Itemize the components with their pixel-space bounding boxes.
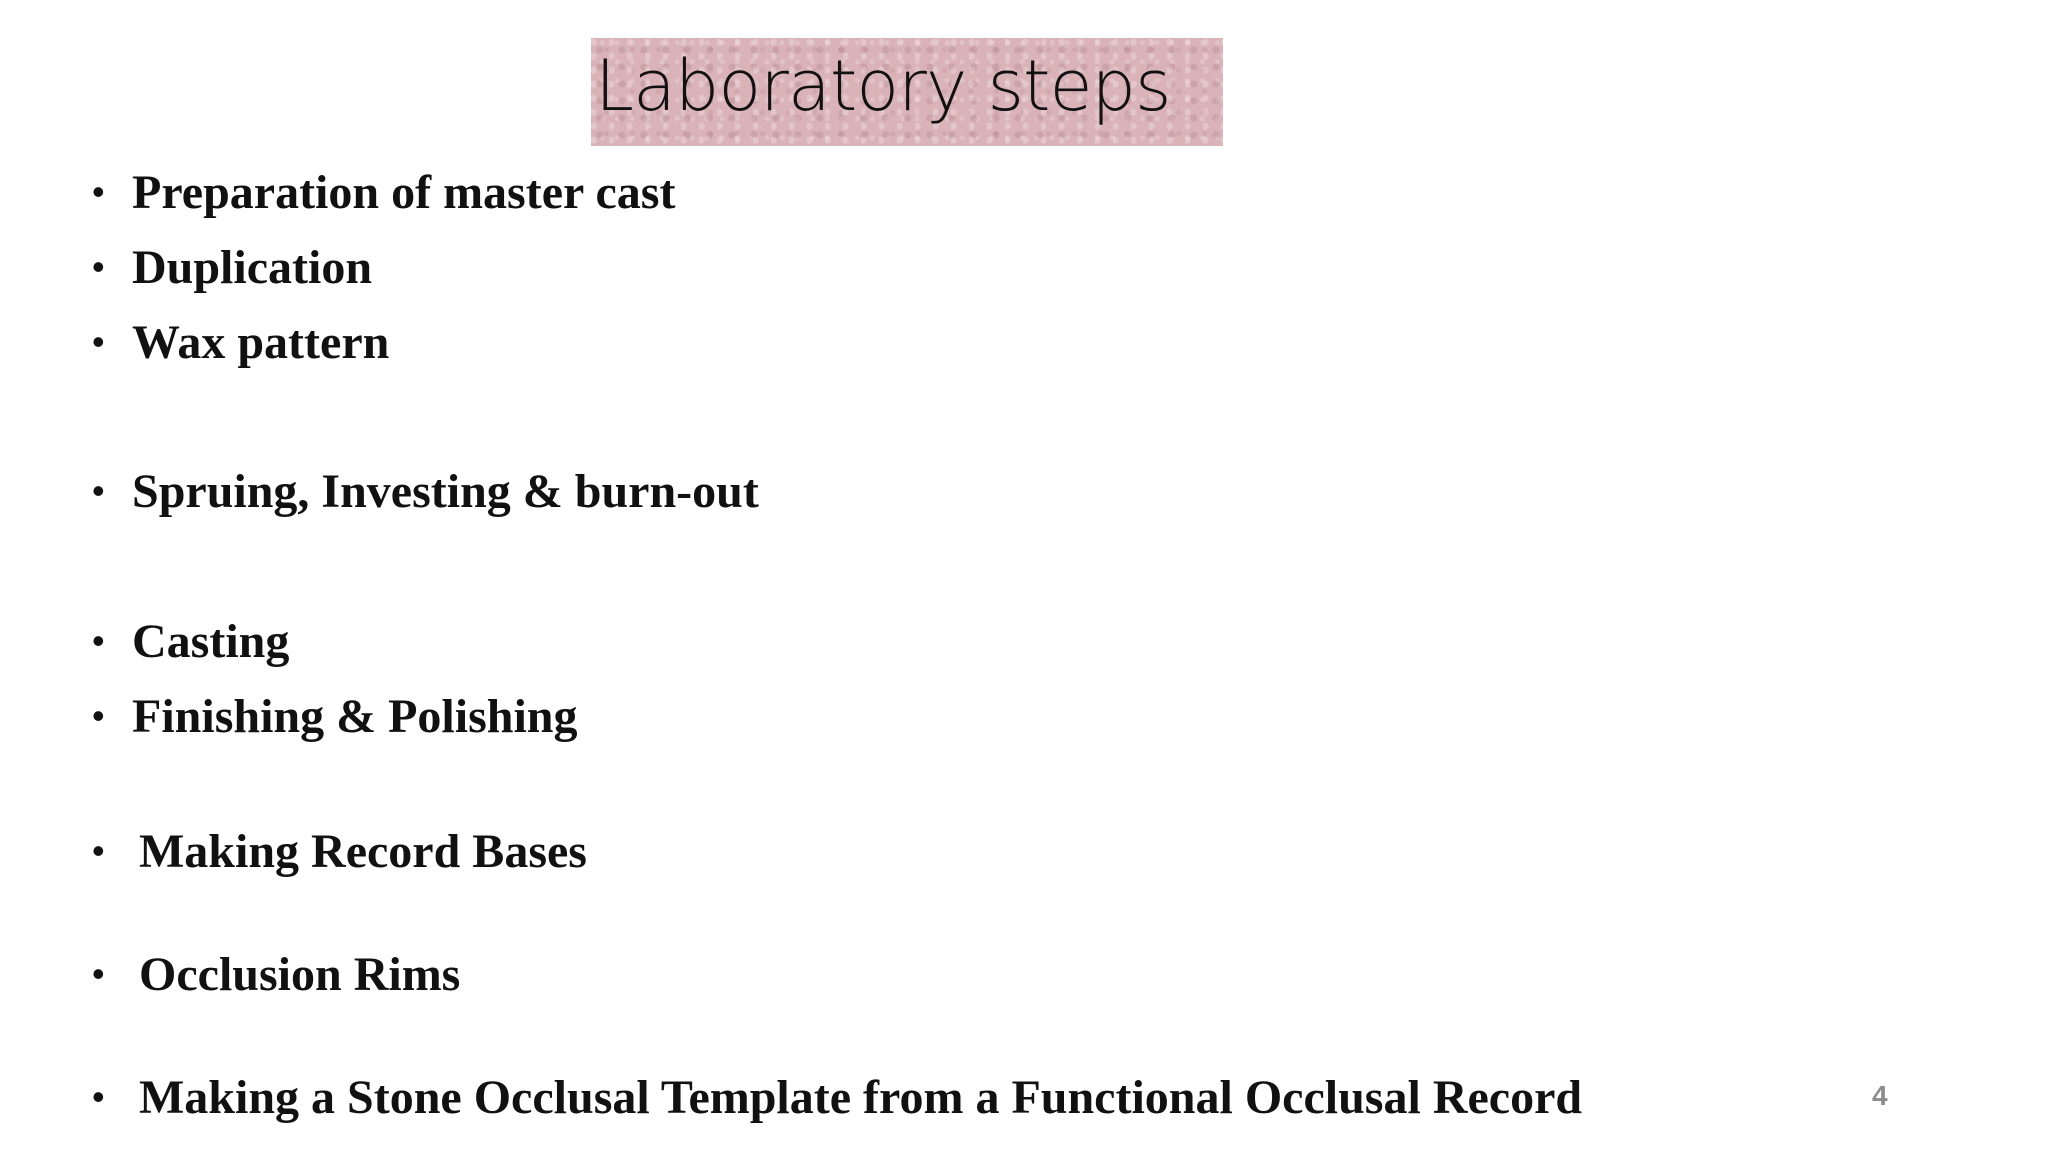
bullet-icon: • <box>92 953 105 994</box>
bullet-text: Making a Stone Occlusal Template from a … <box>139 1071 1583 1124</box>
bullet-icon: • <box>92 1076 105 1117</box>
bullet-text: Spruing, Investing & burn-out <box>132 465 759 518</box>
bullet-icon: • <box>92 620 105 661</box>
bullet-text: Preparation of master cast <box>132 166 676 219</box>
bullet-text: Duplication <box>132 241 373 294</box>
bullet-icon: • <box>92 830 105 871</box>
bullet-icon: • <box>92 695 105 736</box>
bullet-icon: • <box>92 171 105 212</box>
slide-title: Laboratory steps <box>595 45 1171 127</box>
bullet-icon: • <box>92 246 105 287</box>
bullet-item: • Making Record Bases <box>92 823 587 881</box>
bullet-text: Finishing & Polishing <box>132 690 578 743</box>
bullet-item: • Making a Stone Occlusal Template from … <box>92 1069 1582 1127</box>
page-number: 4 <box>1872 1080 1888 1111</box>
title-banner: Laboratory steps <box>591 38 1223 146</box>
bullet-item: • Occlusion Rims <box>92 946 460 1004</box>
bullet-icon: • <box>92 470 105 511</box>
bullet-item: • Spruing, Investing & burn-out <box>92 463 759 521</box>
bullet-item: • Wax pattern <box>92 314 389 372</box>
bullet-text: Wax pattern <box>132 316 390 369</box>
bullet-item: • Duplication <box>92 239 372 297</box>
bullet-text: Making Record Bases <box>139 825 587 878</box>
bullet-item: • Preparation of master cast <box>92 164 675 222</box>
bullet-item: • Casting <box>92 613 289 671</box>
bullet-icon: • <box>92 321 105 362</box>
bullet-text: Casting <box>132 615 290 668</box>
bullet-text: Occlusion Rims <box>139 948 461 1001</box>
bullet-item: • Finishing & Polishing <box>92 688 577 746</box>
